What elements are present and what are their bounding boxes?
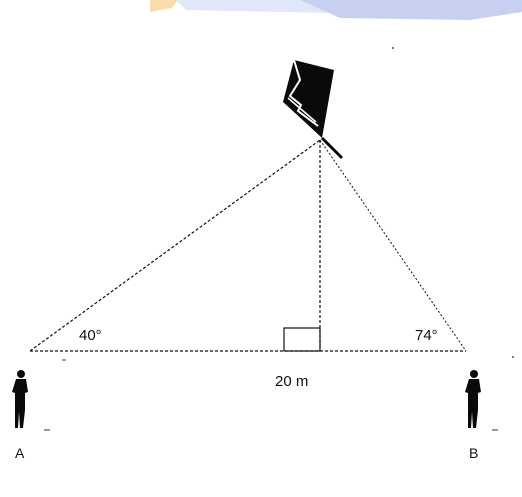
triangle <box>29 139 467 352</box>
distance-label: 20 m <box>275 373 308 390</box>
angle-a-label: 40° <box>79 327 102 344</box>
right-angle-marker <box>283 327 321 352</box>
angle-b-label: 74° <box>415 327 438 344</box>
point-a-label: A <box>15 445 25 461</box>
sight-line-b <box>319 139 467 352</box>
person-a-icon <box>12 370 28 428</box>
kite-icon <box>283 59 344 160</box>
point-b-label: B <box>469 445 478 461</box>
sight-line-a <box>29 139 321 352</box>
person-b-icon <box>465 370 481 428</box>
watermark-logo <box>150 0 522 20</box>
stray-dot <box>392 47 394 49</box>
stray-dot <box>512 356 514 358</box>
